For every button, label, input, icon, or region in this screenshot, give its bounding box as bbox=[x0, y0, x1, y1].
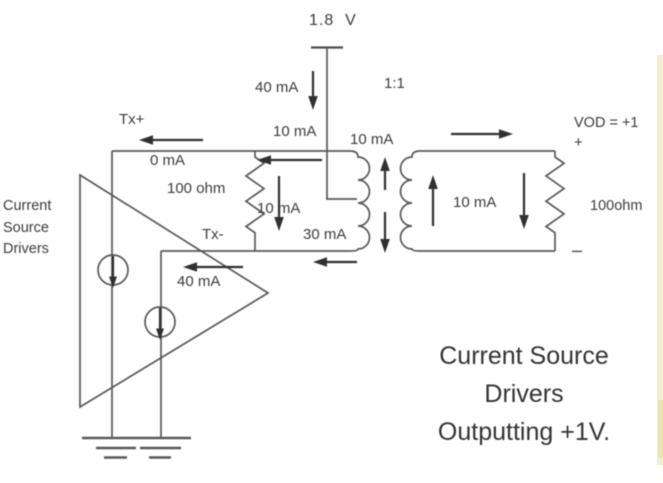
minus-terminal-label: – bbox=[572, 240, 583, 260]
current-source-2-arrowhead bbox=[156, 328, 164, 340]
primary-return-current-label: 30 mA bbox=[303, 226, 347, 243]
driver-name-label: Current Source Drivers bbox=[3, 196, 51, 261]
secondary-down-arrow bbox=[519, 173, 529, 229]
driver-name-line1: Current bbox=[3, 198, 52, 214]
tx-minus-flow-arrow bbox=[183, 262, 243, 272]
tx-plus-current-label: 0 mA bbox=[150, 152, 186, 169]
plus-terminal-label: + bbox=[574, 134, 583, 151]
tx-minus-current-label: 40 mA bbox=[177, 273, 221, 290]
supply-down-arrow bbox=[308, 71, 318, 110]
ground-symbol bbox=[82, 436, 191, 459]
figure-caption: Current Source Drivers Outputting +1V. bbox=[398, 337, 650, 451]
supply-current-label: 40 mA bbox=[255, 79, 299, 96]
return-flow-arrow bbox=[313, 257, 357, 267]
current-source-2 bbox=[144, 306, 176, 340]
primary-resistor-down-arrow bbox=[274, 176, 284, 231]
turns-ratio-label: 1:1 bbox=[384, 75, 405, 92]
primary-top-current-label: 10 mA bbox=[350, 131, 394, 148]
secondary-loop-and-winding bbox=[399, 150, 555, 252]
primary-resistor-current-label: 10 mA bbox=[257, 200, 301, 217]
vod-label: VOD = +1 bbox=[574, 115, 639, 131]
driver-name-line2: Source bbox=[3, 219, 49, 236]
caption-line3: Outputting +1V. bbox=[437, 418, 611, 446]
current-source-1 bbox=[97, 254, 129, 288]
primary-winding-up-arrow bbox=[380, 157, 390, 190]
driver-triangle bbox=[79, 173, 270, 409]
secondary-up-arrow bbox=[428, 175, 438, 226]
tx-plus-label: Tx+ bbox=[119, 111, 145, 128]
caption-line2: Drivers bbox=[484, 380, 564, 408]
supply-voltage-label: 1.8 V bbox=[309, 12, 357, 29]
scan-edge-artifact-blob bbox=[658, 400, 663, 458]
primary-loop-and-winding bbox=[112, 150, 371, 252]
primary-winding-down-arrow bbox=[380, 212, 390, 253]
rail-flow-arrow bbox=[257, 155, 322, 165]
rail-current-label: 10 mA bbox=[273, 123, 317, 140]
tx-minus-label: Tx- bbox=[202, 226, 224, 243]
current-source-1-arrowhead bbox=[109, 276, 117, 288]
secondary-resistor-value-label: 100ohm bbox=[590, 198, 643, 214]
tx-plus-flow-arrow bbox=[139, 135, 203, 145]
scan-edge-artifact bbox=[657, 55, 663, 465]
secondary-out-arrow bbox=[451, 129, 513, 139]
caption-line1: Current Source bbox=[439, 342, 609, 370]
secondary-current-label: 10 mA bbox=[453, 194, 497, 211]
driver-name-line3: Drivers bbox=[3, 241, 49, 257]
secondary-resistor-symbol bbox=[544, 151, 566, 251]
primary-resistor-value-label: 100 ohm bbox=[167, 180, 226, 197]
